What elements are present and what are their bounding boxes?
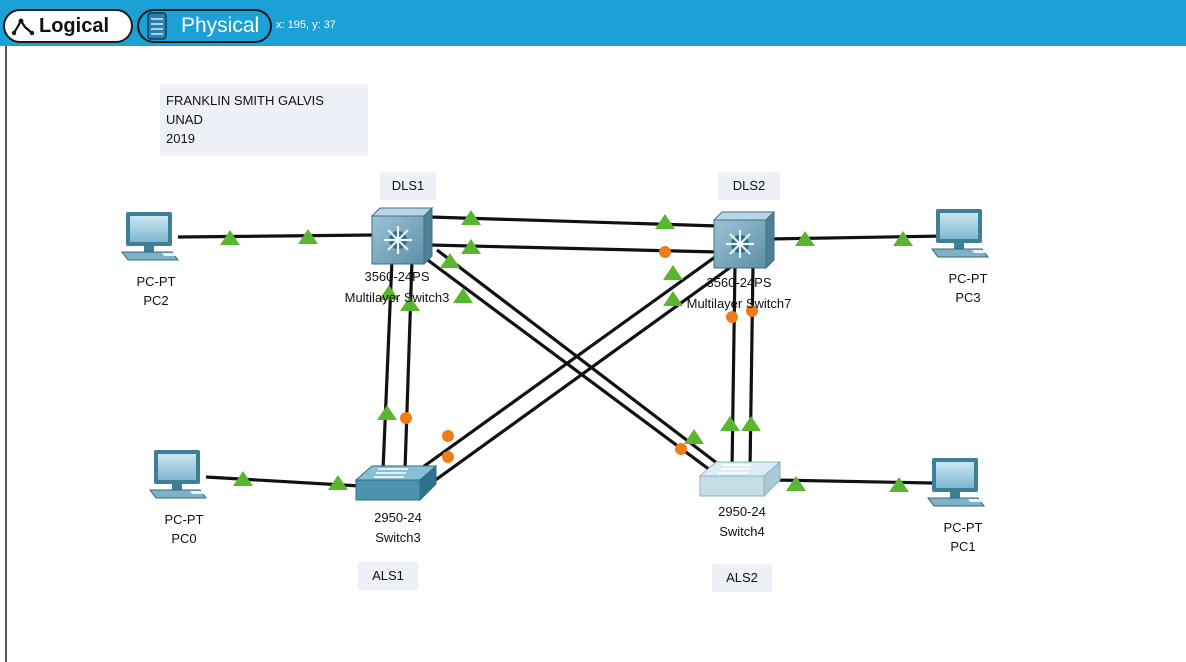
link-dls2-als1-b[interactable] xyxy=(429,262,736,486)
device-model: 2950-24 xyxy=(718,504,766,519)
device-name: PC0 xyxy=(171,531,197,546)
device-name: Switch3 xyxy=(375,530,421,545)
tab-logical-label: Logical xyxy=(39,14,110,37)
tab-physical[interactable]: Physical xyxy=(137,9,272,43)
device-label-multilayer-switch7: 3560-24PS Multilayer Switch7 xyxy=(664,272,814,314)
label-dls1[interactable]: DLS1 xyxy=(380,172,436,200)
label-als1[interactable]: ALS1 xyxy=(358,562,418,590)
link-blocking-indicator xyxy=(726,311,738,323)
device-label-pc1: PC-PT PC1 xyxy=(925,518,1001,556)
logical-topology-icon xyxy=(9,12,37,40)
device-model: 3560-24PS xyxy=(706,275,772,290)
link-up-indicator xyxy=(400,296,420,311)
pc-icon[interactable] xyxy=(927,458,985,507)
device-model: PC-PT xyxy=(943,520,983,535)
switch-icon[interactable] xyxy=(698,460,782,498)
device-name: PC1 xyxy=(950,539,976,554)
tab-logical[interactable]: Logical xyxy=(3,9,133,43)
link-up-indicator xyxy=(298,229,318,244)
pc-icon[interactable] xyxy=(931,209,989,258)
link-up-indicator xyxy=(328,475,348,490)
device-label-pc0: PC-PT PC0 xyxy=(146,510,222,548)
note-line-institution: UNAD xyxy=(166,112,203,127)
device-model: 3560-24PS xyxy=(364,269,430,284)
cursor-coordinates: x: 195, y: 37 xyxy=(276,19,336,31)
link-dls1-als1-b[interactable] xyxy=(403,259,414,471)
device-model: PC-PT xyxy=(164,512,204,527)
note-line-year: 2019 xyxy=(166,131,195,146)
canvas-left-border xyxy=(5,46,7,662)
workspace-toolbar: Logical Physical x: 195, y: 37 xyxy=(0,0,1186,46)
link-up-indicator xyxy=(379,285,399,300)
device-label-switch4: 2950-24 Switch4 xyxy=(700,502,784,542)
link-up-indicator xyxy=(440,253,460,268)
device-label-switch3: 2950-24 Switch3 xyxy=(356,508,440,548)
links xyxy=(177,215,946,488)
multilayer-switch-icon[interactable] xyxy=(370,206,434,266)
author-note[interactable]: FRANKLIN SMITH GALVIS UNAD 2019 xyxy=(160,84,368,156)
link-up-indicator xyxy=(795,231,815,246)
link-dls2-als2-a[interactable] xyxy=(730,264,737,471)
link-up-indicator xyxy=(684,429,704,444)
link-blocking-indicator xyxy=(442,430,454,442)
device-model: PC-PT xyxy=(948,271,988,286)
link-up-indicator xyxy=(663,291,683,306)
device-label-pc3: PC-PT PC3 xyxy=(930,269,1006,307)
link-als2-pc1[interactable] xyxy=(774,478,933,485)
note-line-author: FRANKLIN SMITH GALVIS xyxy=(166,93,324,108)
link-up-indicator xyxy=(720,416,740,431)
device-label-pc2: PC-PT PC2 xyxy=(118,272,194,310)
link-up-indicator xyxy=(453,288,473,303)
link-up-indicator xyxy=(889,477,909,492)
link-up-indicator xyxy=(377,405,397,420)
link-up-indicator xyxy=(663,265,683,280)
link-dls2-als1-a[interactable] xyxy=(415,250,723,474)
link-pc2-dls1[interactable] xyxy=(177,233,376,239)
link-blocking-indicator xyxy=(442,451,454,463)
link-indicators xyxy=(220,210,913,492)
device-name: Multilayer Switch3 xyxy=(344,290,450,305)
device-model: PC-PT xyxy=(136,274,176,289)
link-blocking-indicators xyxy=(400,246,758,463)
link-up-indicator xyxy=(786,476,806,491)
device-name: PC3 xyxy=(955,290,981,305)
link-up-indicator xyxy=(655,214,675,229)
link-blocking-indicator xyxy=(659,246,671,258)
multilayer-switch-icon[interactable] xyxy=(712,210,776,270)
label-als2[interactable]: ALS2 xyxy=(712,564,772,592)
pc-icon[interactable] xyxy=(121,212,179,261)
link-dls1-als2-b[interactable] xyxy=(436,248,727,472)
device-model: 2950-24 xyxy=(374,510,422,525)
label-dls2[interactable]: DLS2 xyxy=(718,172,780,200)
switch-icon[interactable] xyxy=(354,464,438,502)
link-up-indicator xyxy=(461,239,481,254)
link-blocking-indicator xyxy=(400,412,412,424)
tab-physical-label: Physical xyxy=(181,14,260,37)
link-up-indicator xyxy=(461,210,481,225)
device-name: Multilayer Switch7 xyxy=(686,296,792,311)
link-blocking-indicator xyxy=(746,305,758,317)
link-up-indicator xyxy=(741,416,761,431)
pc-icon[interactable] xyxy=(149,450,207,499)
link-up-indicator xyxy=(220,230,240,245)
device-name: Switch4 xyxy=(719,524,765,539)
link-up-indicator xyxy=(233,471,253,486)
link-up-indicator xyxy=(893,231,913,246)
link-dls2-pc3[interactable] xyxy=(767,234,946,241)
device-label-multilayer-switch3: 3560-24PS Multilayer Switch3 xyxy=(322,266,472,308)
physical-rack-icon xyxy=(143,12,171,40)
link-blocking-indicator xyxy=(675,443,687,455)
device-name: PC2 xyxy=(143,293,169,308)
link-dls2-als2-b[interactable] xyxy=(748,264,755,471)
